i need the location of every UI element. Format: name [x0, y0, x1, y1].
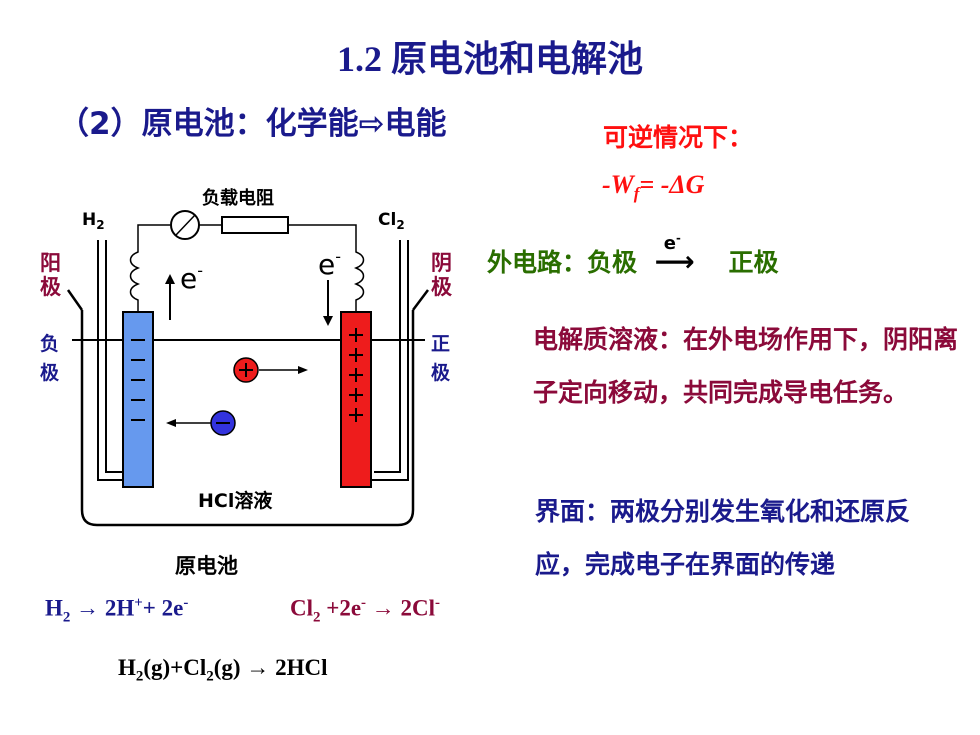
solution-label: HCl溶液	[198, 489, 273, 512]
load-resistor-label: 负载电阻	[202, 187, 274, 209]
subtitle: （2）原电池：化学能⇨电能	[58, 106, 447, 142]
electron-right-label: e-	[318, 247, 341, 281]
external-circuit: 外电路：负极 e- ⟶ 正极	[487, 231, 779, 279]
positive-label-1: 正	[431, 333, 450, 355]
negative-label-1: 负	[40, 332, 59, 355]
electron-left-label: e-	[180, 261, 203, 295]
page-title: 1.2 原电池和电解池	[336, 39, 643, 79]
external-circuit-label: 外电路：负极	[487, 248, 638, 277]
anode-reaction: H2 → 2H++ 2e-	[45, 595, 189, 626]
positive-charges	[349, 328, 363, 422]
galvanic-cell-diagram: 负载电阻 H2 Cl2 阳 极 负 极 阴 极 正 极 e- e- HCl溶液 …	[40, 187, 453, 578]
negative-label-2: 极	[40, 361, 60, 384]
electrolyte-description: 电解质溶液：在外电场作用下，阴阳离子定向移动，共同完成导电任务。	[533, 325, 959, 407]
anode-label-1: 阳	[40, 251, 61, 275]
h2-label: H2	[82, 210, 105, 232]
negative-charges	[131, 339, 145, 421]
external-circuit-target: 正极	[728, 248, 779, 277]
cathode-label-1: 阴	[431, 251, 452, 275]
work-free-energy-equation: -Wf= -ΔG	[602, 170, 705, 204]
electron-arrow-icon: e- ⟶	[654, 231, 695, 278]
cathode-label-2: 极	[431, 275, 453, 299]
interface-description: 界面：两极分别发生氧化和还原反应，完成电子在界面的传递	[535, 497, 911, 579]
reversible-label: 可逆情况下：	[603, 123, 754, 152]
left-wire	[129, 224, 170, 312]
cl2-label: Cl2	[378, 210, 405, 232]
beaker-outline	[80, 310, 415, 527]
right-wire	[288, 224, 365, 312]
positive-label-2: 极	[431, 361, 451, 384]
anode-label-2: 极	[40, 275, 62, 299]
cathode-reaction: Cl2 +2e- → 2Cl-	[290, 595, 441, 626]
diagram-caption: 原电池	[175, 554, 238, 578]
overall-reaction: H2(g)+Cl2(g) → 2HCl	[118, 655, 328, 685]
resistor-icon	[221, 216, 289, 234]
